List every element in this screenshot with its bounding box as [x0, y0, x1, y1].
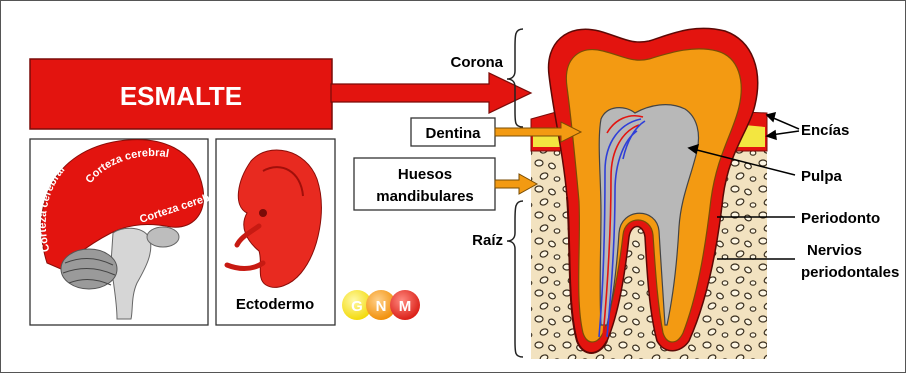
huesos-callout: Huesos mandibulares [354, 158, 537, 210]
corona-label: Corona [451, 54, 504, 71]
nervios-label-1: Nervios [807, 242, 862, 259]
esmalte-arrow [331, 73, 531, 113]
logo-letter-g: G [351, 298, 363, 315]
embryo-panel: Ectodermo [216, 139, 335, 325]
raiz-label: Raíz [472, 232, 503, 249]
periodonto-label: Periodonto [801, 210, 880, 227]
ectodermo-label: Ectodermo [236, 296, 314, 313]
huesos-label-2: mandibulares [376, 188, 474, 205]
encias-label: Encías [801, 122, 849, 139]
esmalte-banner: ESMALTE [30, 59, 332, 129]
tooth-diagram [531, 28, 767, 359]
pulpa-label: Pulpa [801, 168, 842, 185]
brain-panel: Corteza cerebral Corteza cerebral Cortez… [30, 139, 224, 325]
huesos-label-1: Huesos [398, 166, 452, 183]
gnm-logo: G N M [342, 290, 420, 320]
logo-letter-n: N [376, 298, 387, 315]
logo-letter-m: M [399, 298, 412, 315]
raiz-brace: Raíz [472, 201, 523, 357]
dentina-label: Dentina [425, 125, 481, 142]
nervios-label-2: periodontales [801, 264, 899, 281]
esmalte-label: ESMALTE [120, 81, 242, 111]
corona-brace: Corona [451, 29, 524, 127]
